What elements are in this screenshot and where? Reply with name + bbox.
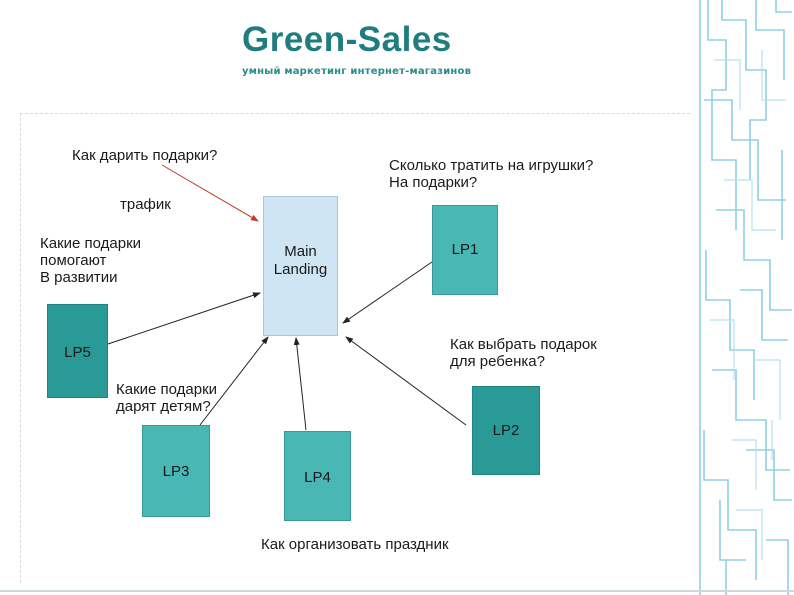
lp5-box: LP5 <box>47 304 108 398</box>
dashed-divider-vertical <box>20 113 21 583</box>
lp1-label: LP1 <box>451 241 479 258</box>
query-choose-gift: Как выбрать подарок для ребенка? <box>450 336 597 370</box>
brand-title: Green-Sales <box>242 20 452 59</box>
lp1-box: LP1 <box>432 205 498 295</box>
traffic-arrow <box>161 164 259 222</box>
lp5-label: LP5 <box>64 344 91 361</box>
arrow-lp2-main <box>345 336 467 426</box>
lp3-label: LP3 <box>162 463 190 480</box>
lp4-label: LP4 <box>304 469 331 486</box>
brand-subtitle: умный маркетинг интернет-магазинов <box>242 66 472 77</box>
query-party: Как организовать праздник <box>261 536 449 553</box>
query-spend-toys: Сколько тратить на игрушки? На подарки? <box>389 157 594 191</box>
main-landing-box: Main Landing <box>263 196 338 336</box>
query-dev-gifts: Какие подарки помогают В развитии <box>40 235 142 286</box>
lp2-box: LP2 <box>472 386 540 475</box>
query-gift-how: Как дарить подарки? <box>72 147 218 164</box>
decorative-circuit-pattern <box>699 0 792 595</box>
lp4-box: LP4 <box>284 431 351 521</box>
traffic-label: трафик <box>120 196 171 213</box>
bottom-edge <box>0 590 794 592</box>
lp2-label: LP2 <box>492 422 520 439</box>
arrow-lp4-main <box>293 337 307 431</box>
arrow-lp1-main <box>342 261 433 324</box>
dashed-divider <box>20 113 690 114</box>
arrow-lp5-main <box>107 292 261 345</box>
query-kids-gifts: Какие подарки дарят детям? <box>116 381 218 415</box>
lp3-box: LP3 <box>142 425 210 517</box>
